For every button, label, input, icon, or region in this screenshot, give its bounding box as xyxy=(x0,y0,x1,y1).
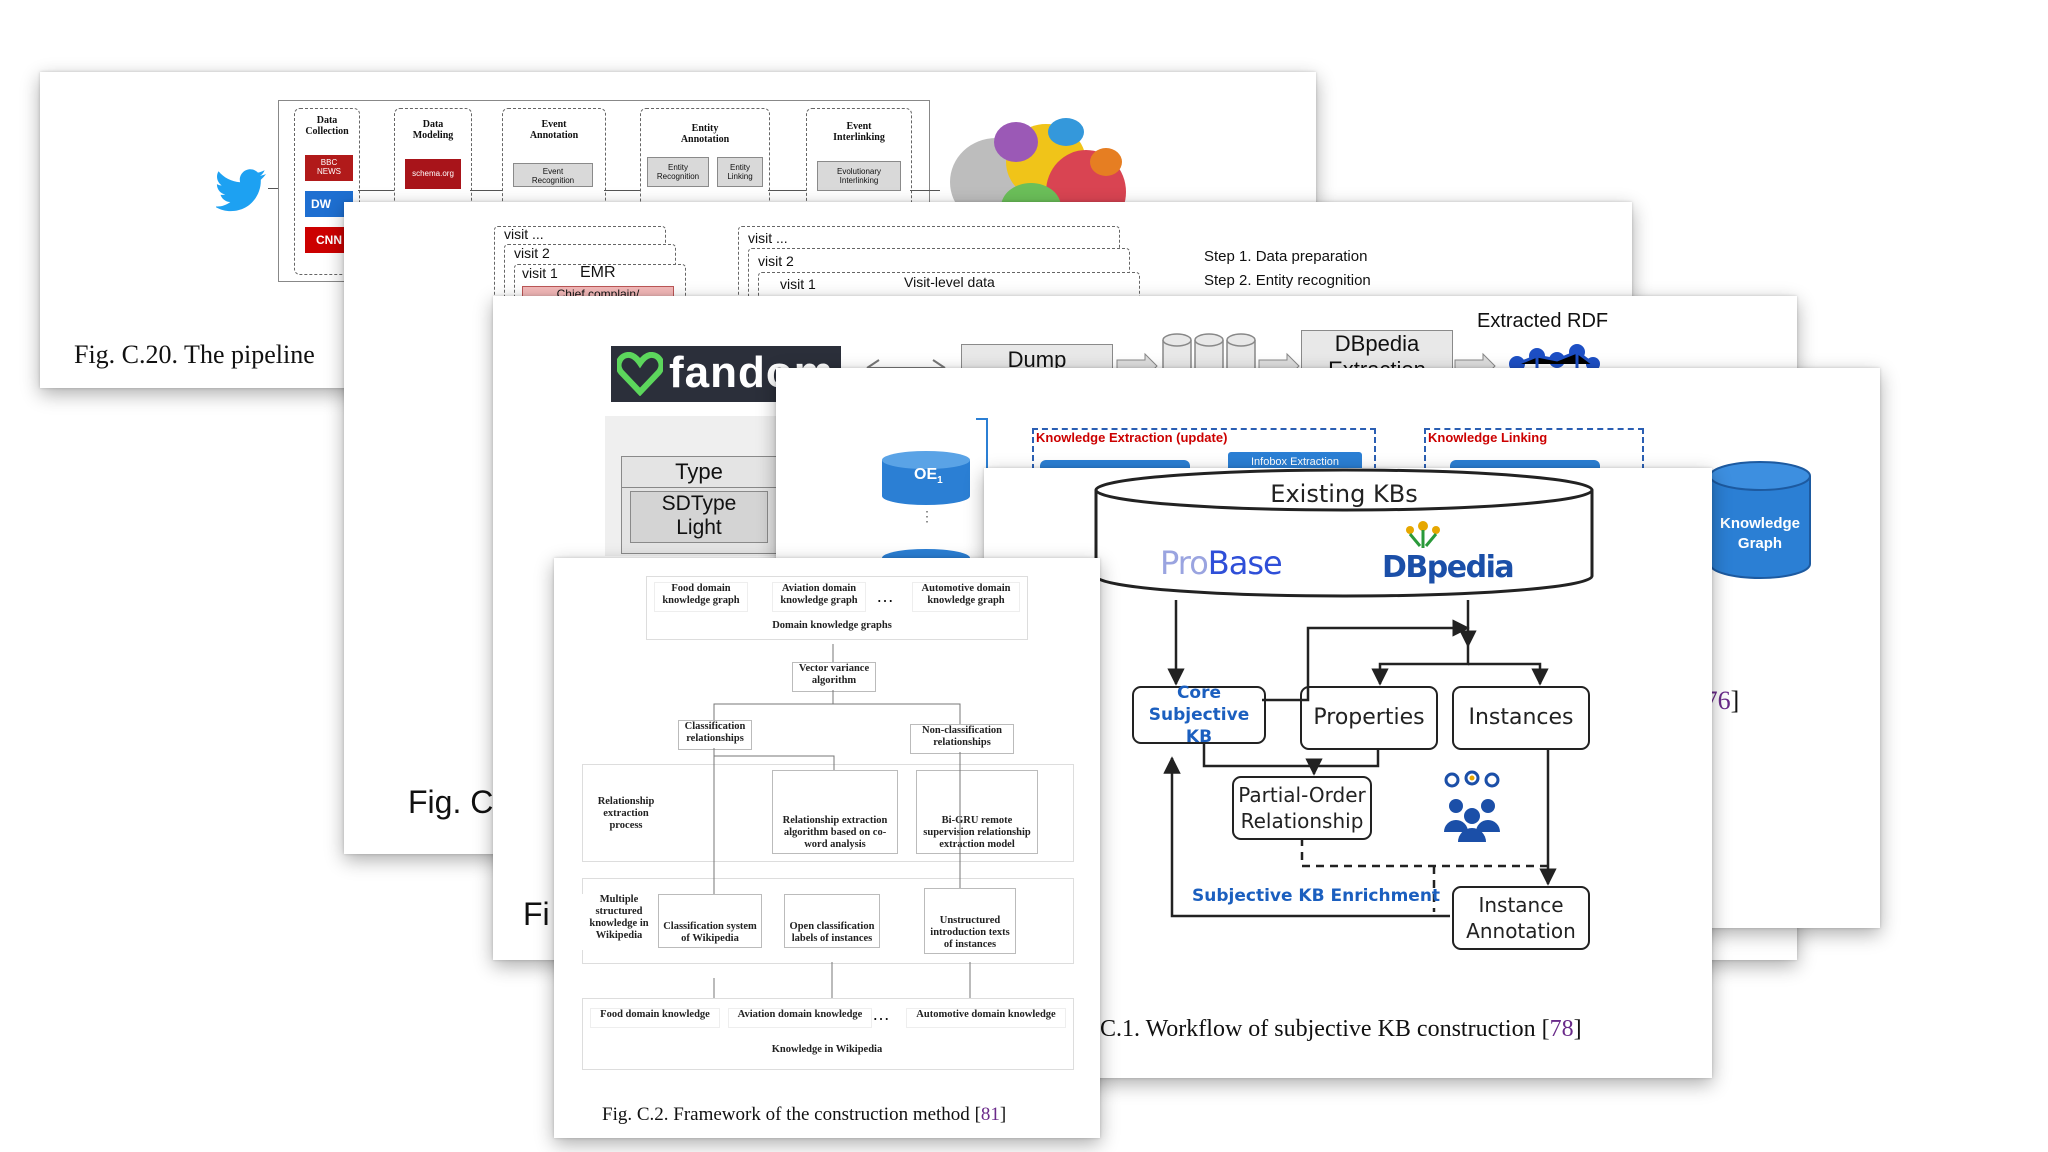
aviation-domain-knowledge-box: Aviation domain knowledge xyxy=(728,1008,872,1028)
oe-label: OE1 xyxy=(914,466,943,487)
subjective-kb-enrichment-label: Subjective KB Enrichment xyxy=(1192,886,1441,906)
fandom-figure-caption: Fi xyxy=(523,896,550,932)
unstructured-texts-box: Unstructured introduction texts of insta… xyxy=(924,888,1016,954)
pipeline-arrow xyxy=(910,190,940,191)
knowledge-in-wikipedia-title: Knowledge in Wikipedia xyxy=(714,1044,940,1058)
knowledge-graph-database-icon xyxy=(1709,461,1811,579)
aviation-domain-kg-box: Aviation domain knowledge graph xyxy=(772,582,866,612)
entity-linking-box: Entity Linking xyxy=(717,157,763,187)
stage-label: Event Interlinking xyxy=(833,121,885,143)
figure-c2-card: Food domain knowledge graph Aviation dom… xyxy=(554,558,1100,1138)
visit-label: visit 2 xyxy=(758,253,794,269)
relationship-extraction-process-label: Relationship extraction process xyxy=(586,796,666,838)
knowledge-extraction-group xyxy=(1032,428,1376,470)
instance-annotation-box: Instance Annotation xyxy=(1452,886,1590,950)
fandom-heart-icon xyxy=(617,352,663,396)
knowledge-linking-label: Knowledge Linking xyxy=(1428,430,1548,445)
extracted-rdf-label: Extracted RDF xyxy=(1477,310,1609,332)
stage-label: Data Modeling xyxy=(412,119,454,141)
evolutionary-interlinking-box: Evolutionary Interlinking xyxy=(817,161,901,191)
emr-figure-caption: Fig. C xyxy=(408,784,494,820)
classification-relationships-box: Classification relationships xyxy=(678,720,752,750)
type-title: Type xyxy=(622,457,776,488)
visit-level-data-label: Visit-level data xyxy=(904,274,995,290)
figure-c1-card: Existing KBs ProBase DBpedia Core Subjec… xyxy=(984,468,1712,1078)
visit-label: visit ... xyxy=(748,230,788,246)
multiple-structured-knowledge-label: Multiple structured knowledge in Wikiped… xyxy=(582,894,656,950)
pipeline-arrow xyxy=(358,190,394,191)
framework-connectors xyxy=(713,644,971,998)
dbpedia-logo: DBpedia xyxy=(1382,550,1515,585)
food-domain-knowledge-box: Food domain knowledge xyxy=(590,1008,720,1028)
knowledge-extraction-label: Knowledge Extraction (update) xyxy=(1036,430,1228,445)
pipeline-arrow xyxy=(604,190,640,191)
instances-box: Instances xyxy=(1452,686,1590,750)
figure-c2-caption: Fig. C.2. Framework of the construction … xyxy=(602,1104,1007,1125)
visit-label: visit 1 xyxy=(780,276,816,292)
twitter-bird-icon xyxy=(216,169,266,212)
visit-label: visit 1 xyxy=(522,265,558,281)
visit-label: visit ... xyxy=(504,226,544,242)
dbpedia-spider-icon xyxy=(1406,521,1440,548)
stage-label: Entity Annotation xyxy=(680,123,730,145)
ellipsis-dots: … xyxy=(872,1004,890,1024)
ellipsis-dots: … xyxy=(876,586,894,606)
workflow-connectors xyxy=(1163,600,1557,918)
stage-entity-annotation: Entity Annotation Entity Recognition Ent… xyxy=(640,108,770,220)
figure-c1-caption: C.1. Workflow of subjective KB construct… xyxy=(1100,1016,1582,1042)
domain-kg-title: Domain knowledge graphs xyxy=(734,620,930,634)
infobox-extraction-box: Infobox Extraction xyxy=(1228,452,1362,472)
stage-label: Event Annotation xyxy=(529,119,579,141)
visit-label: visit 2 xyxy=(514,245,550,261)
vertical-dots: ⋮ xyxy=(920,508,934,524)
core-subjective-kb-box: Core Subjective KB xyxy=(1132,683,1266,747)
linking-blue-bar xyxy=(1450,460,1600,470)
properties-box: Properties xyxy=(1300,686,1438,750)
probase-logo: ProBase xyxy=(1160,544,1283,582)
figure-c20-caption: Fig. C.20. The pipeline xyxy=(74,340,315,369)
step-1-label: Step 1. Data preparation xyxy=(1204,248,1368,265)
automotive-domain-knowledge-box: Automotive domain knowledge xyxy=(906,1008,1066,1028)
non-classification-relationships-box: Non-classification relationships xyxy=(910,724,1014,754)
open-classification-box: Open classification labels of instances xyxy=(784,894,880,948)
extraction-blue-bar xyxy=(1040,460,1190,470)
pipeline-arrow xyxy=(470,190,502,191)
pipeline-arrow xyxy=(768,190,806,191)
existing-kbs-label: Existing KBs xyxy=(1270,480,1418,508)
partial-order-relationship-box: Partial-Order Relationship xyxy=(1232,776,1372,840)
bbc-news-logo: BBC NEWS xyxy=(305,155,353,181)
emr-label: EMR xyxy=(580,264,616,281)
oe-subscript: 1 xyxy=(937,475,943,487)
sdtype-light-box: SDType Light xyxy=(630,491,768,543)
event-recognition-box: Event Recognition xyxy=(513,163,593,187)
annotators-people-icon xyxy=(1444,770,1500,842)
schema-org-logo: schema.org xyxy=(405,159,461,189)
oe-database-icon xyxy=(882,451,970,505)
knowledge-linking-group xyxy=(1424,428,1644,470)
existing-kbs-cylinder xyxy=(1094,468,1594,598)
classification-system-box: Classification system of Wikipedia xyxy=(658,894,762,948)
step-2-label: Step 2. Entity recognition xyxy=(1204,272,1371,289)
type-box: Type SDType Light xyxy=(621,456,777,554)
automotive-domain-kg-box: Automotive domain knowledge graph xyxy=(912,582,1020,612)
food-domain-kg-box: Food domain knowledge graph xyxy=(654,582,748,612)
entity-recognition-box: Entity Recognition xyxy=(647,157,709,187)
knowledge-graph-label: Knowledge Graph xyxy=(1719,515,1800,552)
relationship-algorithm-box: Relationship extraction algorithm based … xyxy=(772,770,898,854)
stage-label: Data Collection xyxy=(305,115,349,137)
vector-variance-box: Vector variance algorithm xyxy=(792,662,876,692)
stage-data-modeling: Data Modeling schema.org xyxy=(394,108,472,220)
bigru-model-box: Bi-GRU remote supervision relationship e… xyxy=(916,770,1038,854)
